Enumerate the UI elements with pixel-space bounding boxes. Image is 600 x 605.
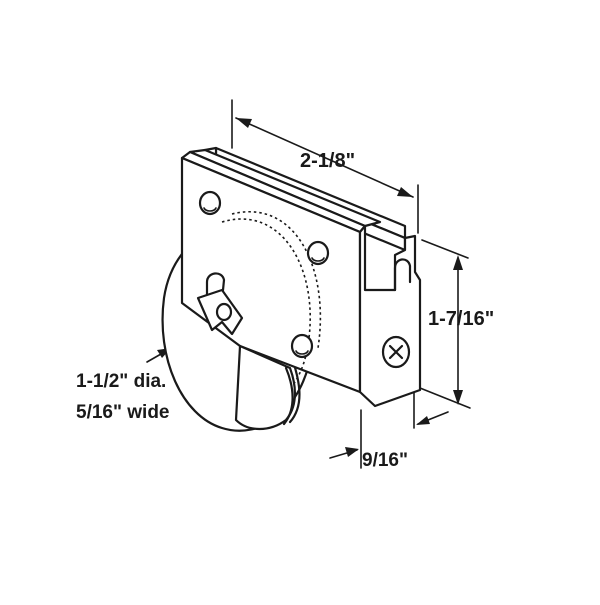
bracket-holes — [198, 190, 330, 359]
wheel-rim-lower — [282, 366, 294, 426]
wheel-width-label: 5/16" wide — [76, 402, 170, 423]
width-arrow-left — [236, 118, 252, 128]
height-arrow-bottom — [453, 390, 463, 405]
width-dimension — [231, 99, 419, 234]
height-arrow-top — [453, 255, 463, 270]
height-extension-bottom — [419, 387, 471, 409]
width-arrow-right — [397, 187, 413, 197]
width-label: 2-1/8" — [300, 150, 355, 172]
screw-slot-b — [388, 344, 404, 360]
axle-pin — [215, 302, 233, 322]
hole-top-left-shadow — [203, 207, 217, 212]
depth-arrow-right — [416, 416, 430, 425]
depth-label: 9/16" — [362, 450, 408, 471]
width-dimension-line — [235, 117, 414, 198]
hole-top-right-shadow — [311, 257, 325, 262]
depth-arrow-left — [345, 447, 359, 457]
wheel-hidden-outline-outer — [231, 211, 322, 349]
height-extension-top — [421, 239, 469, 259]
bracket-hook — [393, 258, 412, 292]
hole-bottom-right-shadow — [295, 350, 309, 355]
bracket-face — [180, 156, 362, 394]
bracket-side — [358, 224, 422, 408]
depth-dimension — [329, 391, 449, 469]
side-screw — [381, 335, 411, 369]
wheel-diameter-label: 1-1/2" dia. — [76, 371, 166, 392]
adjustment-slot — [196, 272, 244, 336]
height-label: 1-7/16" — [428, 308, 494, 330]
height-dimension — [419, 239, 471, 409]
